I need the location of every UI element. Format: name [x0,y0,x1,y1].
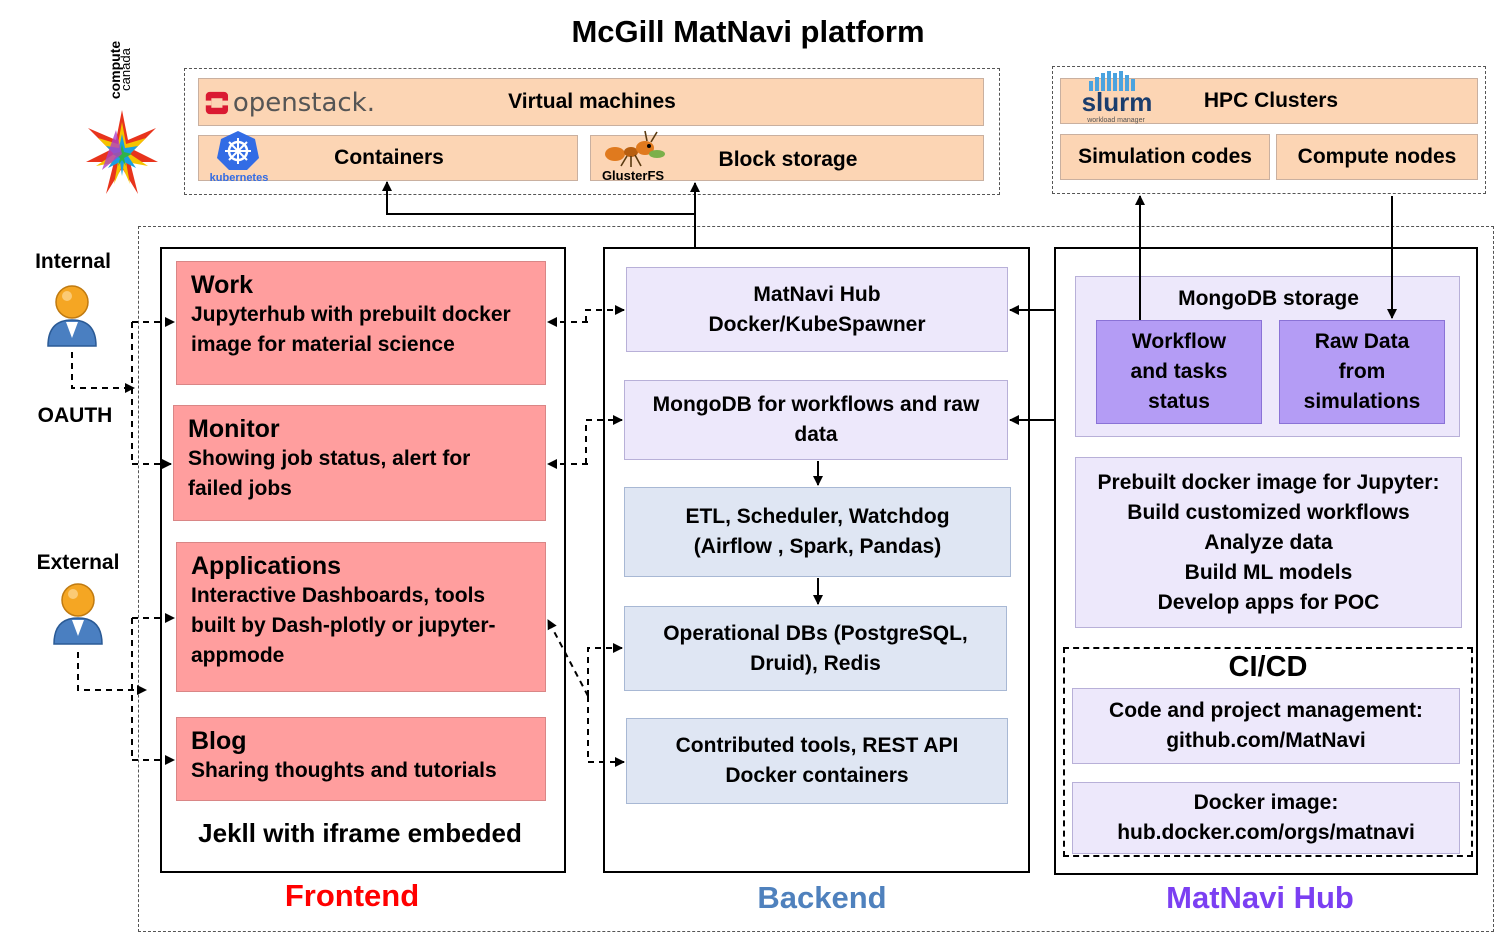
workflow-status-box: Workflow and tasks status [1096,320,1262,424]
blog-desc: Sharing thoughts and tutorials [191,759,497,782]
matnavi-hub-label: MatNavi Hub [1166,880,1354,915]
containers-label: Containers [334,146,444,169]
openstack-logo-icon: openstack. [205,85,375,121]
canada-text: canada [117,48,133,91]
monitor-desc: Showing job status, alert for failed job… [188,447,471,500]
user-external-icon [53,583,103,645]
oauth-label: OAUTH [37,404,113,427]
platform-outer-group [138,226,1494,932]
page-title: McGill MatNavi platform [571,14,925,49]
internal-user-label: Internal [35,250,111,273]
hpc-clusters-label: HPC Clusters [1203,89,1339,112]
blog-box: Blog Sharing thoughts and tutorials [176,717,546,801]
prebuilt-image-box: Prebuilt docker image for Jupyter: Build… [1075,457,1462,628]
slurm-logo-icon: slurm workload manager [1071,71,1161,127]
applications-box: Applications Interactive Dashboards, too… [176,542,546,692]
etl-scheduler-box: ETL, Scheduler, Watchdog (Airflow , Spar… [624,487,1011,577]
mongodb-storage-label: MongoDB storage [1178,287,1359,310]
virtual-machines-box: openstack. Virtual machines [198,78,984,126]
kubernetes-logo-icon: kubernetes [203,130,275,184]
glusterfs-ant-icon: GlusterFS [593,130,673,188]
contributed-tools-box: Contributed tools, REST API Docker conta… [626,718,1008,804]
raw-data-box: Raw Data from simulations [1279,320,1445,424]
block-storage-label: Block storage [718,148,858,171]
operational-dbs-box: Operational DBs (PostgreSQL, Druid), Red… [624,606,1007,691]
work-desc: Jupyterhub with prebuilt docker image fo… [191,303,511,356]
docker-image-box: Docker image: hub.docker.com/orgs/matnav… [1072,782,1460,854]
external-user-label: External [36,551,120,574]
block-storage-box: GlusterFS Block storage [590,130,984,183]
containers-box: kubernetes Containers [198,131,578,184]
matnavi-hub-spawner-box: MatNavi Hub Docker/KubeSpawner [626,267,1008,352]
hpc-clusters-box: slurm workload manager HPC Clusters [1060,71,1478,124]
compute-nodes-box: Compute nodes [1276,134,1478,180]
frontend-label: Frontend [284,878,420,913]
user-internal-icon [47,285,97,347]
compute-canada-logo-icon: compute canada [86,38,158,198]
work-box: Work Jupyterhub with prebuilt docker ima… [176,261,546,385]
virtual-machines-label: Virtual machines [508,90,676,113]
hpc-group [1052,66,1486,194]
monitor-title: Monitor [188,415,280,443]
blog-title: Blog [191,727,247,755]
code-management-box: Code and project management: github.com/… [1072,688,1460,764]
applications-title: Applications [191,552,342,580]
mongodb-backend-box: MongoDB for workflows and raw data [624,380,1008,460]
backend-label: Backend [757,880,887,915]
frontend-footer: Jekll with iframe embeded [198,818,522,848]
monitor-box: Monitor Showing job status, alert for fa… [173,405,546,521]
cicd-title: CI/CD [1228,651,1308,683]
applications-desc: Interactive Dashboards, tools built by D… [191,584,496,667]
work-title: Work [191,271,254,299]
cicd-group [1063,647,1473,857]
simulation-codes-box: Simulation codes [1060,134,1270,180]
